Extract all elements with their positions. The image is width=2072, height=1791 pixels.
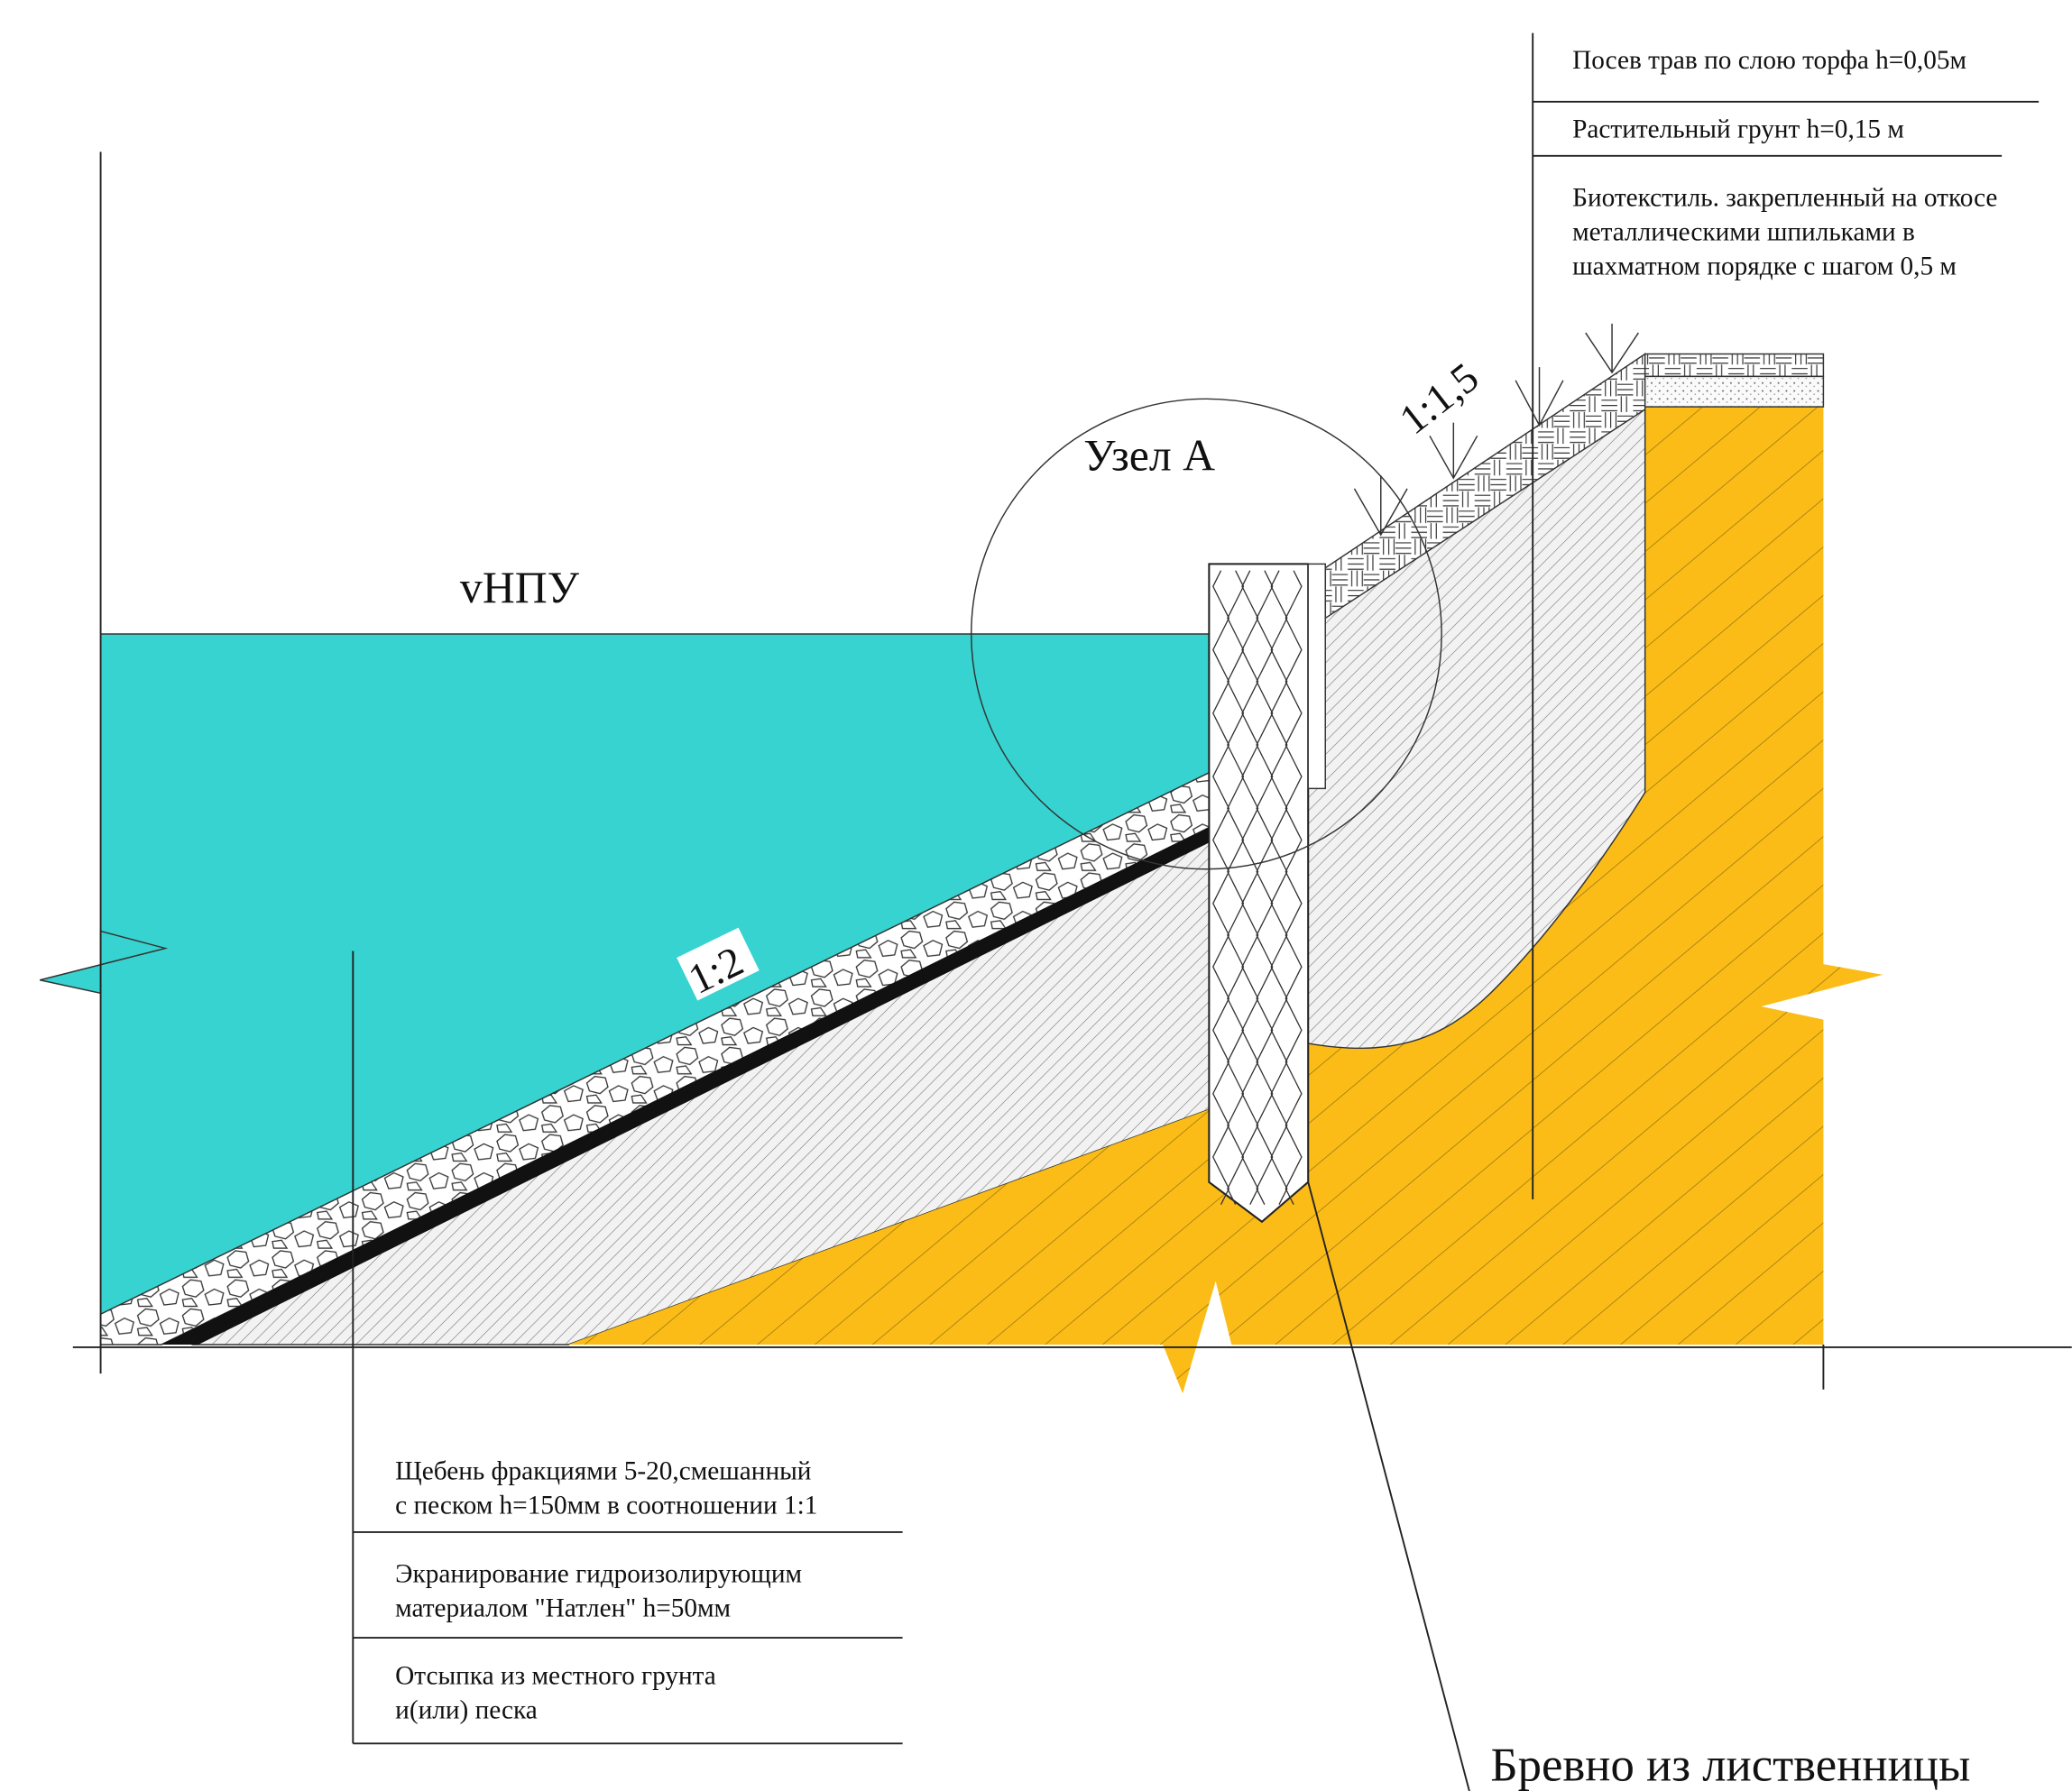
log-leader (1307, 1181, 1470, 1791)
wood-grain-line (1285, 570, 1303, 1206)
node-a-circle (971, 398, 1442, 870)
vegetable-soil-crest (1644, 375, 1825, 408)
peat-layer-crest (1644, 353, 1825, 378)
note-biotextile-1: Биотекстиль. закрепленный на откосе (1572, 183, 1997, 212)
water-body (100, 634, 1210, 1315)
water-level-label: vНПУ (460, 563, 580, 612)
note-grass-seeding: Посев трав по слою торфа h=0,05м (1572, 46, 1966, 75)
note-crushed-stone-1: Щебень фракциями 5-20,смешанный (395, 1456, 811, 1485)
wood-grain-line (1270, 570, 1288, 1206)
larch-log-pile (1208, 563, 1326, 1224)
slope-ratio-right: 1:1,5 (1391, 354, 1487, 444)
wood-grain-line (1212, 570, 1230, 1206)
wood-grain-line (1256, 570, 1274, 1206)
note-liner-2: материалом "Натлен" h=50мм (395, 1594, 731, 1623)
node-a-label: Узел А (1083, 430, 1215, 480)
wood-grain-line (1227, 570, 1245, 1206)
note-biotextile-2: металлическими шпильками в (1572, 218, 1915, 247)
layer-arrows (1353, 323, 1639, 537)
note-biotextile-3: шахматном порядке с шагом 0,5 м (1572, 253, 1957, 281)
note-fill-2: и(или) песка (395, 1695, 538, 1724)
natural-soil (568, 407, 1883, 1394)
note-liner-1: Экранирование гидроизолирующим (395, 1560, 802, 1589)
note-crushed-stone-2: с песком h=150мм в соотношении 1:1 (395, 1491, 817, 1520)
note-vegetable-soil: Растительный грунт h=0,15 м (1572, 115, 1904, 143)
wood-grain-line (1241, 570, 1259, 1206)
log-label: Бревно из лиственницы (1490, 1739, 1970, 1791)
note-fill-1: Отсыпка из местного грунта (395, 1661, 716, 1690)
